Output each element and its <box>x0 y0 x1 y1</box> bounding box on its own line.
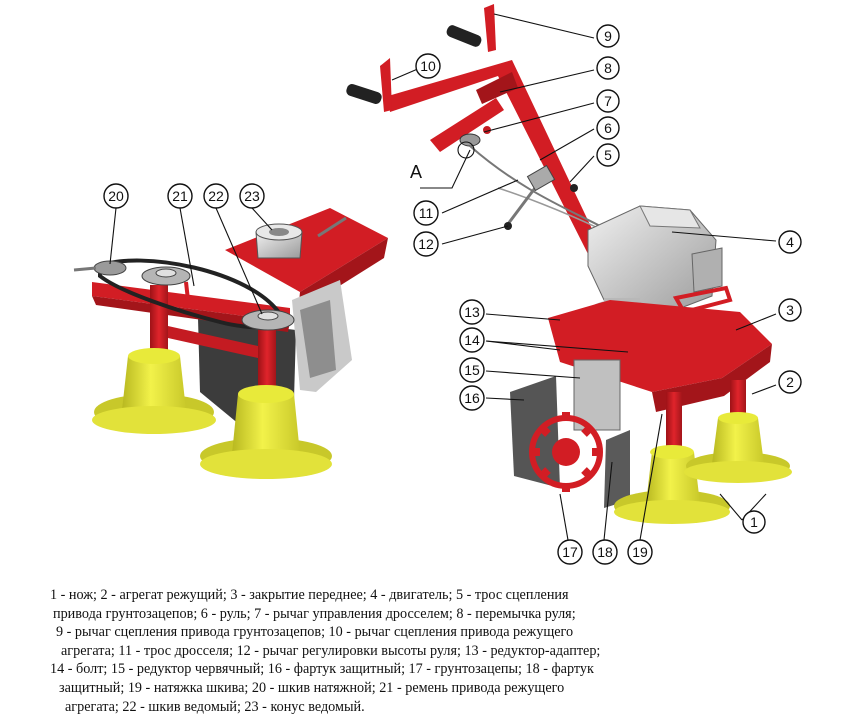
callout-16: 16 <box>459 385 485 411</box>
callout-21: 21 <box>167 183 193 209</box>
legend-line: привода грунтозацепов; 6 - руль; 7 - рыч… <box>53 605 576 622</box>
svg-text:2: 2 <box>786 374 794 390</box>
svg-text:9: 9 <box>604 28 612 44</box>
legend-line: 1 - нож; 2 - агрегат режущий; 3 - закрыт… <box>50 587 569 603</box>
detail-label-a: A <box>410 162 422 182</box>
svg-text:6: 6 <box>604 120 612 136</box>
svg-text:4: 4 <box>786 234 794 250</box>
callout-11: 11 <box>413 200 439 226</box>
svg-text:1: 1 <box>750 514 758 530</box>
leader-lines <box>109 13 777 541</box>
legend-line: агрегата; 11 - трос дросселя; 12 - рычаг… <box>61 642 601 659</box>
handlebar <box>388 60 602 254</box>
callout-5: 5 <box>596 143 620 167</box>
mower-attachment-left <box>73 208 388 479</box>
callout-1: 1 <box>742 510 766 534</box>
callout-19: 19 <box>627 539 653 565</box>
svg-text:12: 12 <box>418 236 434 252</box>
svg-text:23: 23 <box>244 188 260 204</box>
svg-text:5: 5 <box>604 147 612 163</box>
callout-6: 6 <box>596 116 620 140</box>
svg-text:13: 13 <box>464 304 480 320</box>
svg-text:7: 7 <box>604 93 612 109</box>
svg-text:18: 18 <box>597 544 613 560</box>
svg-text:22: 22 <box>208 188 224 204</box>
callout-22: 22 <box>203 183 229 209</box>
legend-line: агрегата; 22 - шкив ведомый; 23 - конус … <box>65 698 365 715</box>
callout-20: 20 <box>103 183 129 209</box>
callout-18: 18 <box>592 539 618 565</box>
callout-17: 17 <box>557 539 583 565</box>
parts-legend: 1 - нож; 2 - агрегат режущий; 3 - закрыт… <box>50 586 790 716</box>
cultivator-assembly-right <box>346 4 792 524</box>
callout-15: 15 <box>459 357 485 383</box>
svg-text:8: 8 <box>604 60 612 76</box>
legend-line: защитный; 19 - натяжка шкива; 20 - шкив … <box>59 679 565 696</box>
callout-9: 9 <box>596 24 620 48</box>
svg-text:16: 16 <box>464 390 480 406</box>
legend-line: 14 - болт; 15 - редуктор червячный; 16 -… <box>50 661 594 678</box>
callout-10: 10 <box>415 53 441 79</box>
svg-text:11: 11 <box>419 205 434 221</box>
callout-13: 13 <box>459 299 485 325</box>
svg-text:19: 19 <box>632 544 648 560</box>
mower-attachment-diagram: 1 2 3 4 5 6 7 8 9 10 11 12 13 14 15 16 1… <box>73 4 802 565</box>
callout-2: 2 <box>778 370 802 394</box>
frame-top-plate <box>225 208 388 292</box>
legend-line: 9 - рычаг сцепления привода грунтозацепо… <box>56 624 574 641</box>
svg-text:21: 21 <box>172 188 188 204</box>
svg-text:3: 3 <box>786 302 794 318</box>
callout-23: 23 <box>239 183 265 209</box>
callout-14: 14 <box>459 327 485 353</box>
callout-12: 12 <box>413 231 439 257</box>
grousers <box>529 412 603 492</box>
svg-text:15: 15 <box>464 362 480 378</box>
callout-4: 4 <box>778 230 802 254</box>
callout-7: 7 <box>596 89 620 113</box>
svg-text:20: 20 <box>108 188 124 204</box>
svg-text:10: 10 <box>420 58 436 74</box>
handlebar-bridge <box>430 98 504 152</box>
callout-3: 3 <box>778 298 802 322</box>
callout-8: 8 <box>596 56 620 80</box>
svg-text:17: 17 <box>562 544 578 560</box>
svg-text:14: 14 <box>464 332 480 348</box>
